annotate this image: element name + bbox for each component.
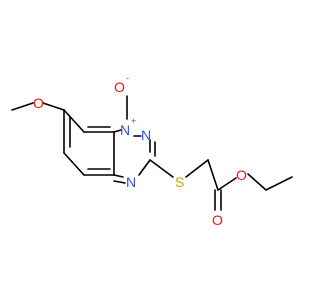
bond-oester-ch2: [247, 173, 267, 191]
bond-n4-c4a-b: [113, 180, 126, 184]
atom-o-methoxy: O: [33, 95, 44, 111]
charge-plus: +: [131, 116, 136, 126]
bond-c8a-n1: [113, 129, 122, 133]
charge-minus: -: [126, 73, 129, 83]
atom-n-4: N: [126, 174, 136, 190]
atom-o-oxide: O: [114, 79, 125, 95]
bond-methyl-o: [11, 102, 34, 111]
atom-o-carbonyl: O: [212, 212, 223, 228]
molecule-diagram: O O - N + N N S O O: [11, 73, 293, 228]
atom-o-ester: O: [236, 167, 247, 183]
bond-c3-n4: [138, 159, 151, 176]
bond-ethyl: [265, 176, 293, 191]
bonds: [11, 95, 293, 211]
bond-c3-s: [149, 159, 174, 178]
bond-n4-c4a: [113, 174, 124, 178]
bond-s-ch2: [185, 159, 209, 178]
atom-s: S: [175, 174, 184, 190]
structure-drawing: O O - N + N N S O O: [11, 73, 293, 228]
bond-c-oester: [217, 177, 237, 191]
atom-labels: O O - N + N N S O O: [33, 73, 247, 228]
bond-c7-c8: [63, 109, 85, 133]
atom-n-2: N: [141, 127, 151, 143]
bond-ch2-c: [207, 159, 219, 191]
bond-c5-c6: [63, 152, 85, 176]
atom-n-plus: N: [120, 122, 130, 138]
bond-o-c7: [42, 102, 65, 111]
